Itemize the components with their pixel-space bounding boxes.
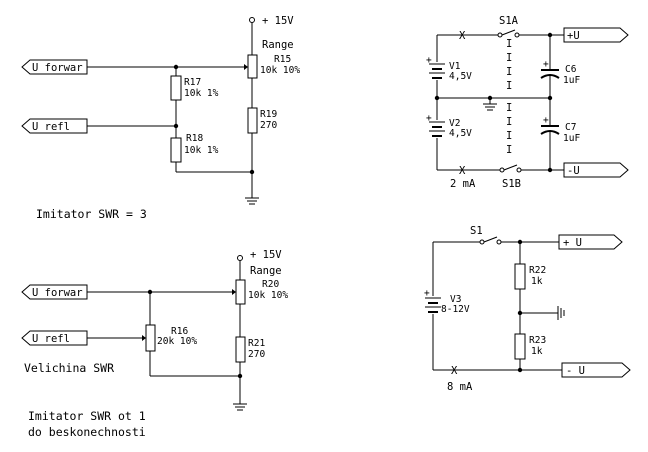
battery-v2-value: 4,5V: [449, 128, 472, 139]
r19-label: R19: [260, 109, 277, 120]
svg-text:I: I: [506, 144, 512, 156]
battery-v2: [429, 121, 445, 137]
caption-imitator-line2: do beskonechnosti: [28, 425, 146, 439]
r18-label: R18: [186, 133, 203, 144]
supply-terminal-top: [249, 17, 255, 23]
connector-plus-u-top: [563, 27, 629, 43]
r19-value: 270: [260, 120, 277, 131]
r15-label: R15: [274, 54, 291, 65]
r22-resistor: [514, 263, 526, 290]
connector-plus-u-top-label: +U: [567, 30, 580, 42]
r21-value: 270: [248, 349, 265, 360]
r20-potentiometer: [235, 279, 246, 305]
battery-v1: [429, 63, 445, 79]
ground-icon: [483, 103, 497, 111]
battery-v2-plus: +: [426, 113, 432, 124]
r15-potentiometer: [247, 54, 258, 79]
supply-terminal-bottom: [237, 255, 243, 261]
capacitor-c6-plus: +: [543, 59, 549, 70]
current-2ma-label: 2 mA: [450, 178, 476, 190]
capacitor-c6-value: 1uF: [563, 75, 580, 86]
battery-v3-plus: +: [424, 288, 430, 299]
break-mark-bottom: X: [459, 165, 466, 177]
battery-v3: [425, 297, 441, 313]
battery-v1-label: V1: [449, 61, 461, 72]
capacitor-c6-label: C6: [565, 64, 577, 75]
connector-plus-u-bottom: [558, 234, 623, 250]
connector-plus-u-bottom-label: + U: [563, 237, 582, 249]
battery-v3-value: 8-12V: [441, 304, 470, 315]
caption-imitator-line1: Imitator SWR ot 1: [28, 409, 146, 423]
battery-v1-plus: +: [426, 55, 432, 66]
switch-s1-label: S1: [470, 225, 483, 237]
capacitor-c7-plus: +: [543, 115, 549, 126]
svg-text:I: I: [506, 102, 512, 114]
pot-label-range-1: Range: [262, 39, 294, 51]
ground-icon: [557, 306, 565, 320]
switch-s1a: [501, 29, 516, 36]
circuit-single-battery-supply: S1 + U + V3 8-12V X 8 mA - U R22 1k: [424, 225, 631, 393]
r23-value: 1k: [531, 346, 543, 357]
circuit-dual-battery-supply: X S1A +U + V1 4,5V: [426, 15, 629, 190]
r16-label: R16: [171, 326, 188, 337]
break-mark-v3: X: [451, 365, 458, 377]
r16-potentiometer: [145, 324, 156, 352]
current-8ma-label: 8 mA: [447, 381, 473, 393]
r17-value: 10k 1%: [184, 88, 219, 99]
capacitor-c7-label: C7: [565, 122, 576, 133]
r18-value: 10k 1%: [184, 145, 219, 156]
r15-value: 10k 10%: [260, 65, 300, 76]
connector-u-refl-1-label: U refl: [32, 121, 70, 133]
r20-value: 10k 10%: [248, 290, 288, 301]
svg-text:I: I: [506, 66, 512, 78]
supply-label-bottom: + 15V: [250, 249, 282, 261]
capacitor-c6: [540, 69, 560, 79]
circuit-swr-imitator-3: + 15V Range R15 10k 10% R19 270 U forwar…: [21, 15, 300, 221]
battery-v2-label: V2: [449, 118, 460, 129]
svg-text:I: I: [506, 116, 512, 128]
battery-v3-label: V3: [450, 294, 461, 305]
switch-s1b-label: S1B: [502, 178, 521, 190]
ground-icon: [245, 197, 259, 205]
circuit-swr-value: + 15V Range R20 10k 10% R21 270 U forwar…: [21, 249, 288, 439]
svg-text:I: I: [506, 130, 512, 142]
connector-minus-u-top-label: -U: [567, 165, 580, 177]
break-mark-top: X: [459, 30, 466, 42]
connector-minus-u-bottom: [561, 362, 631, 378]
ground-icon: [233, 403, 247, 411]
svg-text:I: I: [506, 38, 512, 50]
switch-s1: [483, 236, 498, 243]
switch-ganged-link: I I I I I I I I: [506, 38, 512, 156]
capacitor-c7-value: 1uF: [563, 133, 580, 144]
connector-u-forwar-1-label: U forwar: [32, 62, 83, 74]
r22-label: R22: [529, 265, 546, 276]
battery-v1-value: 4,5V: [449, 71, 472, 82]
svg-text:I: I: [506, 52, 512, 64]
capacitor-c7: [540, 125, 560, 135]
r17-label: R17: [184, 77, 201, 88]
r23-label: R23: [529, 335, 546, 346]
r18-resistor: [170, 137, 182, 163]
r21-resistor: [235, 336, 246, 363]
r22-value: 1k: [531, 276, 543, 287]
r23-resistor: [514, 333, 526, 360]
connector-u-forwar-2-label: U forwar: [32, 287, 83, 299]
connector-minus-u-bottom-label: - U: [566, 365, 585, 377]
switch-s1a-label: S1A: [499, 15, 519, 27]
caption-velichina-swr: Velichina SWR: [24, 361, 114, 375]
pot-label-range-2: Range: [250, 265, 282, 277]
r21-label: R21: [248, 338, 265, 349]
connector-u-refl-2-label: U refl: [32, 333, 70, 345]
r19-resistor: [247, 107, 258, 134]
r17-resistor: [170, 75, 182, 101]
supply-label-top: + 15V: [262, 15, 294, 27]
r20-label: R20: [262, 279, 279, 290]
switch-s1b: [503, 164, 518, 171]
r16-value: 20k 10%: [157, 336, 197, 347]
svg-text:I: I: [506, 80, 512, 92]
caption-imitator-swr-3: Imitator SWR = 3: [36, 207, 147, 221]
connector-minus-u-top: [563, 162, 629, 178]
